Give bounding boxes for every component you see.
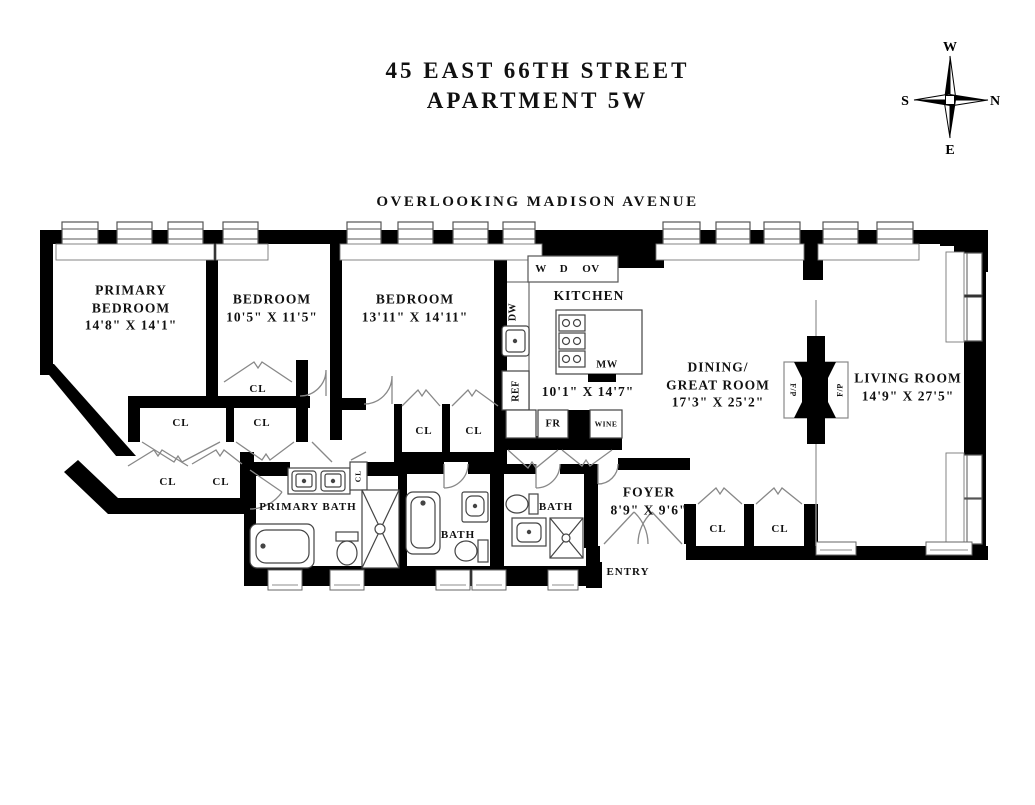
radiator: [435, 569, 471, 591]
door-bedroom2: [299, 369, 327, 397]
window-sill: [817, 243, 920, 261]
door-bedroom3: [363, 375, 393, 405]
door-primary-bath: [249, 469, 283, 510]
window-sill: [215, 243, 269, 261]
radiator: [925, 541, 973, 556]
window: [222, 221, 259, 247]
door-leaf: [311, 441, 333, 463]
window: [167, 221, 204, 247]
window: [116, 221, 153, 247]
overlooking-label: OVERLOOKING MADISON AVENUE: [376, 194, 699, 210]
bifold-door: [127, 449, 189, 467]
refrigerator: [501, 370, 530, 411]
toilet: [528, 493, 539, 515]
window-sill: [945, 452, 965, 546]
window: [715, 221, 751, 247]
bifold-door: [507, 449, 559, 469]
compass-north-label: N: [990, 94, 1000, 109]
toilet: [477, 539, 489, 563]
washer-dryer-oven: [527, 255, 619, 283]
wine-fridge: [589, 409, 623, 439]
compass-star: [913, 55, 989, 139]
bifold-door: [223, 361, 293, 383]
bifold-door: [191, 449, 243, 465]
compass-east-label: E: [945, 143, 954, 158]
window: [502, 221, 536, 247]
window: [876, 221, 914, 247]
bifold-door: [235, 441, 295, 461]
window: [662, 221, 701, 247]
bifold-door: [697, 487, 743, 505]
door-bath2: [535, 463, 561, 489]
pantry-cabinet: [505, 409, 537, 439]
radiator: [471, 569, 507, 591]
window-sill: [655, 243, 805, 261]
windows: [55, 221, 983, 591]
closet-door: [350, 451, 367, 461]
window: [346, 221, 382, 247]
page-title: 45 EAST 66TH STREET: [385, 58, 690, 83]
openings: [55, 221, 983, 591]
bifold-door: [561, 449, 613, 467]
radiator: [267, 569, 303, 591]
window: [61, 221, 99, 247]
window: [452, 221, 489, 247]
door-foyer: [597, 463, 619, 485]
fixtures: [249, 255, 849, 569]
bifold-door: [451, 388, 499, 407]
bath-closet: [349, 461, 368, 491]
radiator: [815, 541, 857, 556]
radiator: [547, 569, 579, 591]
entry-door-left: [603, 511, 649, 545]
window-sill: [945, 251, 965, 343]
bifold-door: [755, 487, 803, 505]
page-subtitle-apartment: APARTMENT 5W: [426, 87, 649, 113]
window-sill: [339, 243, 543, 261]
toilet: [335, 531, 359, 542]
window-sill: [55, 243, 215, 261]
bifold-door: [401, 388, 441, 407]
freezer: [537, 409, 569, 439]
door-bath1: [443, 463, 469, 489]
window: [397, 221, 434, 247]
radiator: [329, 569, 365, 591]
walls-overlay: [64, 452, 254, 514]
compass-south-label: S: [901, 94, 909, 109]
window: [763, 221, 801, 247]
compass-west-label: W: [943, 40, 957, 55]
title-block: 45 EAST 66TH STREET APARTMENT 5W: [40, 56, 1035, 116]
compass-rose: W E S N: [901, 40, 1000, 158]
entry-door-right: [637, 511, 683, 545]
bifold-door: [141, 441, 221, 463]
window: [822, 221, 859, 247]
doors-and-details: [127, 281, 817, 546]
